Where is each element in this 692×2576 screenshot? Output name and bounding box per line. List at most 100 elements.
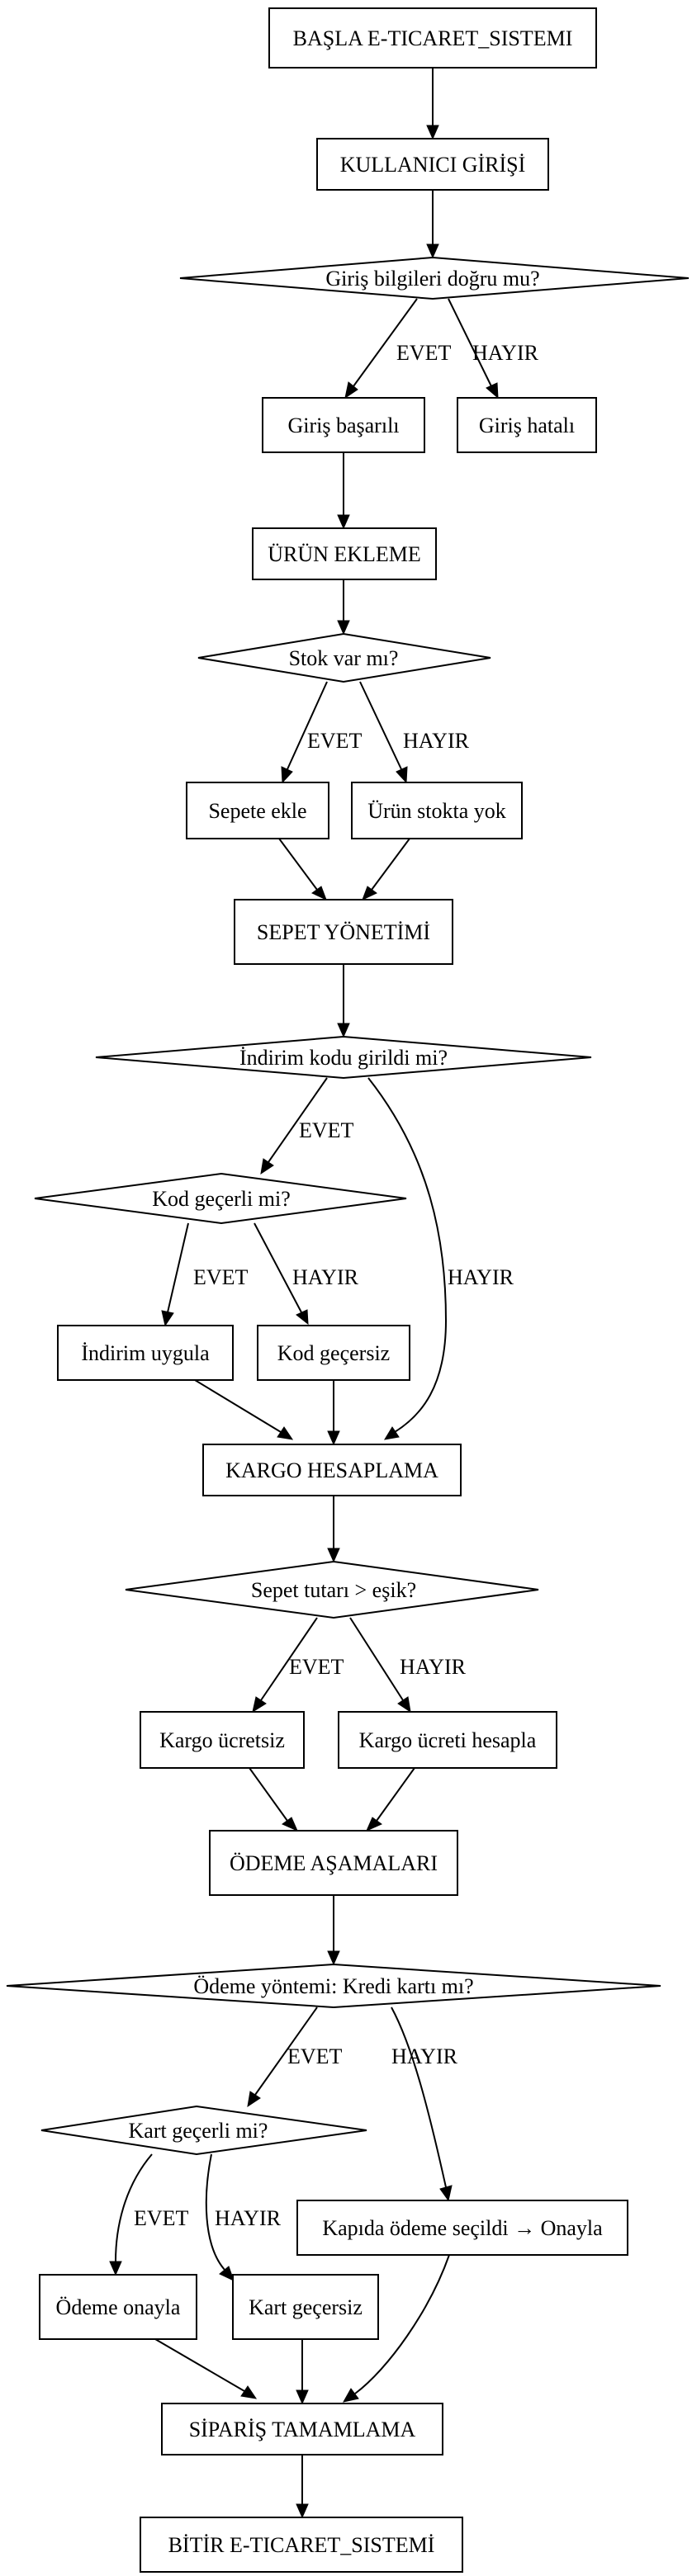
arrowhead — [384, 1426, 400, 1440]
svg-text:BAŞLA E-TICARET_SISTEMI: BAŞLA E-TICARET_SISTEMI — [293, 26, 573, 50]
node-login-ok: Giriş başarılı — [262, 397, 425, 453]
node-discount-entered: İndirim kodu girildi mi? — [95, 1035, 592, 1080]
arrowhead — [426, 125, 439, 140]
edge-discount-skip — [367, 1077, 448, 1433]
edge-label-threshold-no: HAYIR — [400, 1655, 467, 1679]
node-calc-shipping: Kargo ücreti hesapla — [338, 1711, 557, 1769]
svg-text:İndirim kodu girildi mi?: İndirim kodu girildi mi? — [239, 1046, 448, 1070]
arrowhead — [366, 1817, 382, 1832]
svg-text:İndirim uygula: İndirim uygula — [81, 1341, 210, 1365]
arrowhead — [282, 1817, 298, 1832]
node-card-valid: Kart geçerli mi? — [40, 2105, 367, 2156]
arrowhead — [277, 1426, 294, 1440]
svg-text:Giriş hatalı: Giriş hatalı — [479, 414, 575, 437]
edge-label-card-yes: EVET — [134, 2206, 189, 2230]
node-shipping-calc: KARGO HESAPLAMA — [202, 1444, 462, 1496]
arrowhead — [337, 514, 350, 530]
edge-label-method-yes: EVET — [287, 2044, 343, 2068]
arrowhead — [327, 1430, 340, 1446]
arrowhead — [161, 1310, 174, 1327]
svg-text:Kapıda ödeme seçildi → Onayla: Kapıda ödeme seçildi → Onayla — [322, 2216, 603, 2240]
node-login-fail: Giriş hatalı — [457, 397, 597, 453]
arrowhead — [327, 1548, 340, 1563]
svg-text:SİPARİŞ TAMAMLAMA: SİPARİŞ TAMAMLAMA — [189, 2418, 416, 2441]
node-add-product: ÜRÜN EKLEME — [252, 527, 437, 580]
edge-label-discount-yes: EVET — [299, 1118, 354, 1142]
node-payment-method: Ödeme yöntemi: Kredi kartı mı? — [6, 1963, 661, 2009]
edge-cash-order — [354, 2254, 450, 2394]
svg-text:ÜRÜN EKLEME: ÜRÜN EKLEME — [268, 542, 421, 566]
node-login-check: Giriş bilgileri doğru mu? — [179, 256, 690, 300]
svg-text:Kart geçersiz: Kart geçersiz — [249, 2295, 363, 2319]
node-cart-management: SEPET YÖNETİMİ — [234, 899, 453, 965]
svg-text:Sepet tutarı > eşik?: Sepet tutarı > eşik? — [251, 1578, 416, 1602]
node-code-valid: Kod geçerli mi? — [34, 1172, 407, 1225]
arrowhead — [337, 1023, 350, 1038]
edge-check-ok — [353, 298, 418, 387]
edge-stock-out — [359, 681, 402, 770]
node-payment-approve: Ödeme onayla — [39, 2274, 197, 2340]
edge-label-code-no: HAYIR — [292, 1265, 359, 1289]
edge-label-discount-no: HAYIR — [448, 1265, 514, 1289]
node-payment-steps: ÖDEME AŞAMALARI — [209, 1830, 458, 1896]
svg-text:Kargo ücretsiz: Kargo ücretsiz — [159, 1728, 285, 1752]
svg-text:Ödeme yöntemi: Kredi kartı mı?: Ödeme yöntemi: Kredi kartı mı? — [193, 1974, 473, 1998]
edge-stock-cart — [287, 681, 328, 770]
edge-label-card-no: HAYIR — [215, 2206, 282, 2230]
node-apply-discount: İndirim uygula — [57, 1325, 234, 1381]
edge-method-cash — [391, 2006, 447, 2188]
svg-text:Ürün stokta yok: Ürün stokta yok — [367, 799, 506, 823]
edge-threshold-calc — [349, 1617, 404, 1701]
edge-label-method-no: HAYIR — [391, 2044, 458, 2068]
arrowhead — [439, 2185, 453, 2202]
svg-text:KULLANICI GİRİŞİ: KULLANICI GİRİŞİ — [340, 153, 526, 177]
edge-labels: EVET HAYIR EVET HAYIR EVET HAYIR EVET HA… — [134, 341, 539, 2230]
arrowhead — [311, 886, 327, 900]
arrowhead — [281, 766, 293, 784]
edge-check-fail — [448, 298, 492, 387]
svg-text:SEPET YÖNETİMİ: SEPET YÖNETİMİ — [257, 920, 430, 944]
edge-card-approve — [115, 2153, 153, 2262]
arrowhead — [296, 2389, 309, 2405]
arrowhead — [240, 2385, 258, 2399]
arrowhead — [344, 381, 358, 399]
edge-card-invalid — [205, 2153, 225, 2271]
edge-out-mgmt — [371, 838, 410, 891]
node-start: BAŞLA E-TICARET_SISTEMI — [268, 7, 597, 69]
edge-label-stock-no: HAYIR — [403, 729, 470, 753]
svg-text:Stok var mı?: Stok var mı? — [289, 646, 399, 670]
edge-free-payment — [249, 1767, 288, 1822]
arrowhead — [296, 1309, 309, 1326]
arrowhead — [397, 1696, 411, 1713]
node-out-of-stock: Ürün stokta yok — [351, 782, 523, 839]
node-cash-on-delivery: Kapıda ödeme seçildi → Onayla — [296, 2200, 628, 2256]
arrowhead — [343, 2388, 359, 2403]
arrowhead — [247, 2091, 261, 2108]
svg-text:Kart geçerli mi?: Kart geçerli mi? — [129, 2119, 268, 2143]
arrowhead — [219, 2266, 235, 2281]
edge-code-invalid — [254, 1222, 302, 1313]
node-card-invalid: Kart geçersiz — [232, 2274, 379, 2340]
edge-cart-mgmt — [278, 838, 318, 891]
edge-label-login-no: HAYIR — [472, 341, 539, 365]
edge-label-stock-yes: EVET — [307, 729, 363, 753]
node-order-complete: SİPARİŞ TAMAMLAMA — [161, 2403, 443, 2455]
svg-text:Kod geçerli mi?: Kod geçerli mi? — [152, 1187, 291, 1211]
arrowhead — [260, 1158, 274, 1175]
arrowhead — [426, 243, 439, 259]
svg-text:Kod geçersiz: Kod geçersiz — [277, 1341, 390, 1365]
node-code-invalid: Kod geçersiz — [257, 1325, 410, 1381]
edge-label-login-yes: EVET — [396, 341, 452, 365]
svg-text:Kargo ücreti hesapla: Kargo ücreti hesapla — [359, 1728, 537, 1752]
node-free-shipping: Kargo ücretsiz — [140, 1711, 305, 1769]
arrowhead — [327, 1950, 340, 1966]
edge-approve-order — [154, 2338, 245, 2392]
edge-calc-payment — [376, 1767, 415, 1822]
edges — [109, 68, 499, 2519]
svg-text:Ödeme onayla: Ödeme onayla — [56, 2295, 181, 2319]
edge-label-threshold-yes: EVET — [289, 1655, 344, 1679]
node-stock-check: Stok var mı? — [197, 632, 491, 683]
node-cart-threshold: Sepet tutarı > eşik? — [125, 1560, 539, 1619]
node-add-to-cart: Sepete ekle — [186, 782, 329, 839]
